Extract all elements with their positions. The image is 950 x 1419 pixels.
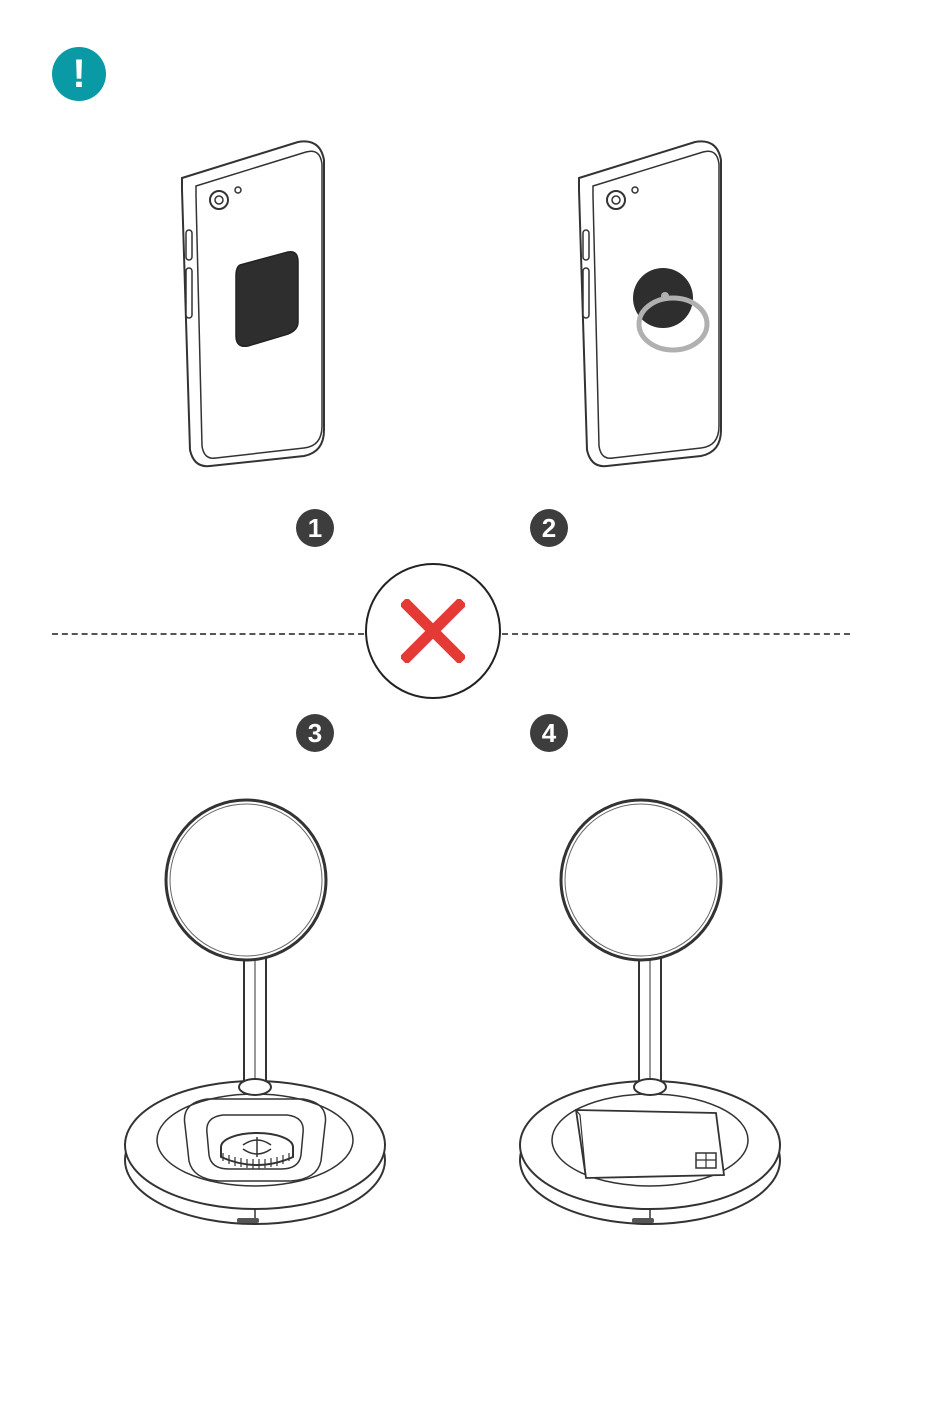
prohibited-sign xyxy=(365,563,501,699)
step-badge-2: 2 xyxy=(530,509,568,547)
phone-with-ring-holder-illustration xyxy=(567,130,737,470)
warning-icon: ! xyxy=(52,47,106,101)
phone-with-square-plate-illustration xyxy=(170,130,340,470)
warning-glyph: ! xyxy=(72,54,85,94)
step-badge-3: 3 xyxy=(296,714,334,752)
dashed-divider-right xyxy=(502,633,850,635)
step-badge-1: 1 xyxy=(296,509,334,547)
metal-plate xyxy=(236,252,298,347)
red-x-icon xyxy=(401,599,465,663)
charger-with-card-illustration xyxy=(510,795,790,1235)
charger-with-coin-illustration xyxy=(115,795,395,1235)
dashed-divider-left xyxy=(52,633,364,635)
step-badge-4: 4 xyxy=(530,714,568,752)
